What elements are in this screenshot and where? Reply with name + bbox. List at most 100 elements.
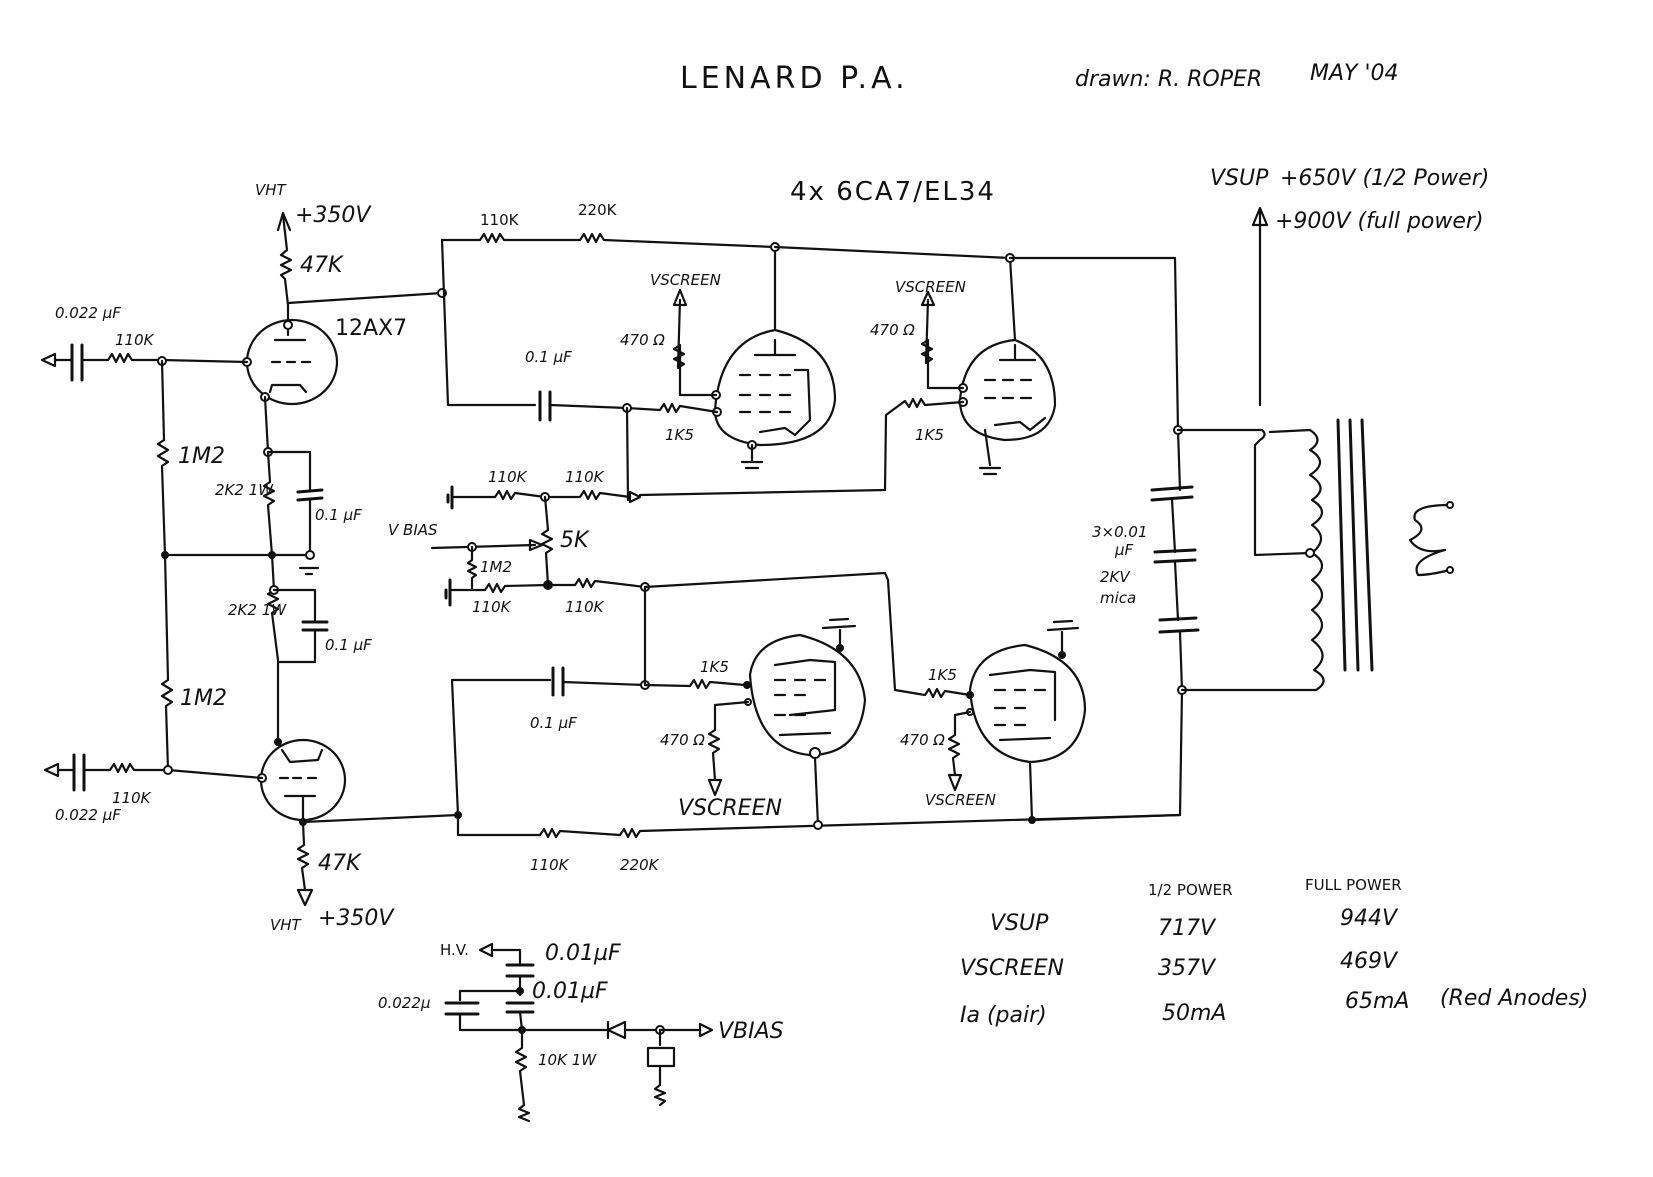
grid-leak-bottom-label: 1M2 (180, 686, 227, 711)
triode-top-cathode (268, 383, 308, 394)
wire (458, 1010, 524, 1032)
valve-1-anode (753, 245, 797, 357)
cathode-cap-1 (296, 488, 324, 502)
screen-res-4-label: 470 Ω (900, 731, 945, 749)
node (1446, 501, 1454, 509)
screen-arrow-icon (920, 290, 936, 307)
valve-2-envelope (958, 338, 1057, 442)
coupling-cap-top-label: 0.1 µF (525, 348, 572, 366)
output-stage: 3×0.01 µF 2KV mica (1008, 256, 1454, 822)
table-row-label: Ia (pair) (960, 1003, 1047, 1028)
top-plate-wire (286, 291, 444, 305)
bottom-coupling: 0.1 µF 110K 220K (450, 585, 1182, 874)
coupling-cap-bottom (551, 666, 565, 697)
input-cap-top-label: 0.022 µF (55, 304, 121, 322)
bias-supply: H.V. 0.01µF 0.01µF 0.022µ VBIAS 10K 1W (378, 941, 784, 1123)
cathode-network: 2K2 1W 0.1 µF 2K2 1W 0.1 µF (215, 395, 372, 742)
input-cap-top (70, 343, 84, 382)
feedback-resistors-top (440, 232, 777, 249)
center-tap-wire (1176, 428, 1312, 557)
screen-res-1-label: 470 Ω (620, 331, 665, 349)
vsup-half-power: +650V (1/2 Power) (1280, 166, 1489, 191)
grid-stopper-4 (886, 578, 972, 699)
vbias-out-label: VBIAS (718, 1019, 784, 1044)
coupling-cap-bottom-label: 0.1 µF (530, 714, 577, 732)
wire (263, 395, 270, 454)
snubber-label-1: 3×0.01 (1092, 523, 1148, 541)
input-bottom-arrow-icon (43, 762, 60, 778)
wire (1028, 760, 1034, 822)
anode-link-wire (773, 245, 1012, 260)
hv-arrow-icon (478, 942, 494, 958)
output-valve-3: 1K5 470 Ω VSCREEN (643, 617, 867, 830)
snubber-label-3: mica (1100, 589, 1136, 607)
grid-stopper-3 (643, 678, 747, 690)
screen-2-label: VSCREEN (895, 278, 966, 296)
bias-cap-3 (444, 1001, 480, 1016)
date-text: MAY '04 (1310, 61, 1399, 86)
valve-4-electrodes (988, 668, 1057, 742)
transformer-core (1336, 418, 1374, 672)
screen-res-1 (672, 298, 718, 397)
bias-pot-label: 5K (560, 528, 590, 553)
cathode-res-1 (262, 450, 276, 557)
bias-cap-3-label: 0.022µ (378, 994, 431, 1012)
valve-4-envelope (968, 643, 1087, 764)
ground-icon (298, 566, 320, 576)
input-bottom: 110K 0.022 µF (43, 753, 264, 824)
coupling-cap-top (538, 390, 552, 422)
ground-icon (978, 428, 1002, 476)
wire (548, 403, 629, 410)
output-valves-label: 4x 6CA7/EL34 (790, 177, 996, 207)
cathode-res-bottom-label: 47K (318, 851, 362, 876)
valve-1-grids (738, 373, 792, 414)
wire (625, 406, 630, 502)
ground-icon (1046, 619, 1080, 657)
vht-top-label: VHT (255, 181, 288, 199)
cathode-cap-2-label: 0.1 µF (325, 636, 372, 654)
node (809, 747, 821, 759)
valve-3-envelope (748, 633, 867, 757)
cathode-res-2-label: 2K2 1W (228, 601, 287, 619)
table-cell-half: 50mA (1162, 1001, 1226, 1026)
wire (490, 948, 522, 965)
table-cell-half: 357V (1158, 956, 1217, 981)
wire (458, 989, 522, 1002)
anode-rail-bottom (1178, 630, 1184, 817)
wire (266, 450, 312, 492)
bias-cap-2 (505, 1001, 535, 1014)
vht-bottom: 47K VHT +350V (270, 820, 395, 934)
output-valve-1: 1K5 VSCREEN 470 Ω (620, 242, 837, 502)
node (1305, 548, 1315, 558)
screen-arrow-icon (947, 773, 963, 792)
cathode-cap-2 (301, 620, 329, 632)
plate-resistor-top (279, 248, 293, 307)
vsup-full-power: +900V (full power) (1275, 209, 1484, 234)
vht-bottom-label: VHT (270, 916, 303, 934)
wire (1173, 560, 1180, 622)
anode-rail-top (1008, 256, 1182, 492)
output-valve-4: 1K5 470 Ω VSCREEN (886, 578, 1087, 824)
wire (450, 678, 552, 817)
fb-res-bottom-2-label: 220K (620, 856, 660, 874)
snubber-cap-2 (1153, 548, 1197, 564)
bias-leak-label: 1M2 (480, 558, 512, 576)
table-cell-full: 944V (1340, 906, 1399, 931)
vbias-arrow-icon (698, 1022, 714, 1038)
node (454, 811, 462, 819)
valve-2-anode (998, 256, 1037, 362)
node (274, 738, 282, 746)
vht-top-wire (281, 213, 289, 252)
table-row-label: VSUP (990, 911, 1049, 936)
driver-valve-label: 12AX7 (335, 316, 407, 341)
valve-2-cathode (993, 416, 1047, 432)
wire (276, 628, 317, 664)
feedback-resistors-bottom (456, 813, 1182, 839)
input-res-bottom-label: 110K (112, 789, 152, 807)
supply-labels: VSUP +650V (1/2 Power) +900V (full power… (1210, 166, 1489, 407)
screen-arrow-icon (672, 288, 688, 307)
wiper-arrow-icon (528, 538, 544, 552)
vsup-label: VSUP (1210, 166, 1269, 191)
grid-stopper-4-label: 1K5 (928, 666, 957, 684)
grid-stopper-3-label: 1K5 (700, 658, 729, 676)
